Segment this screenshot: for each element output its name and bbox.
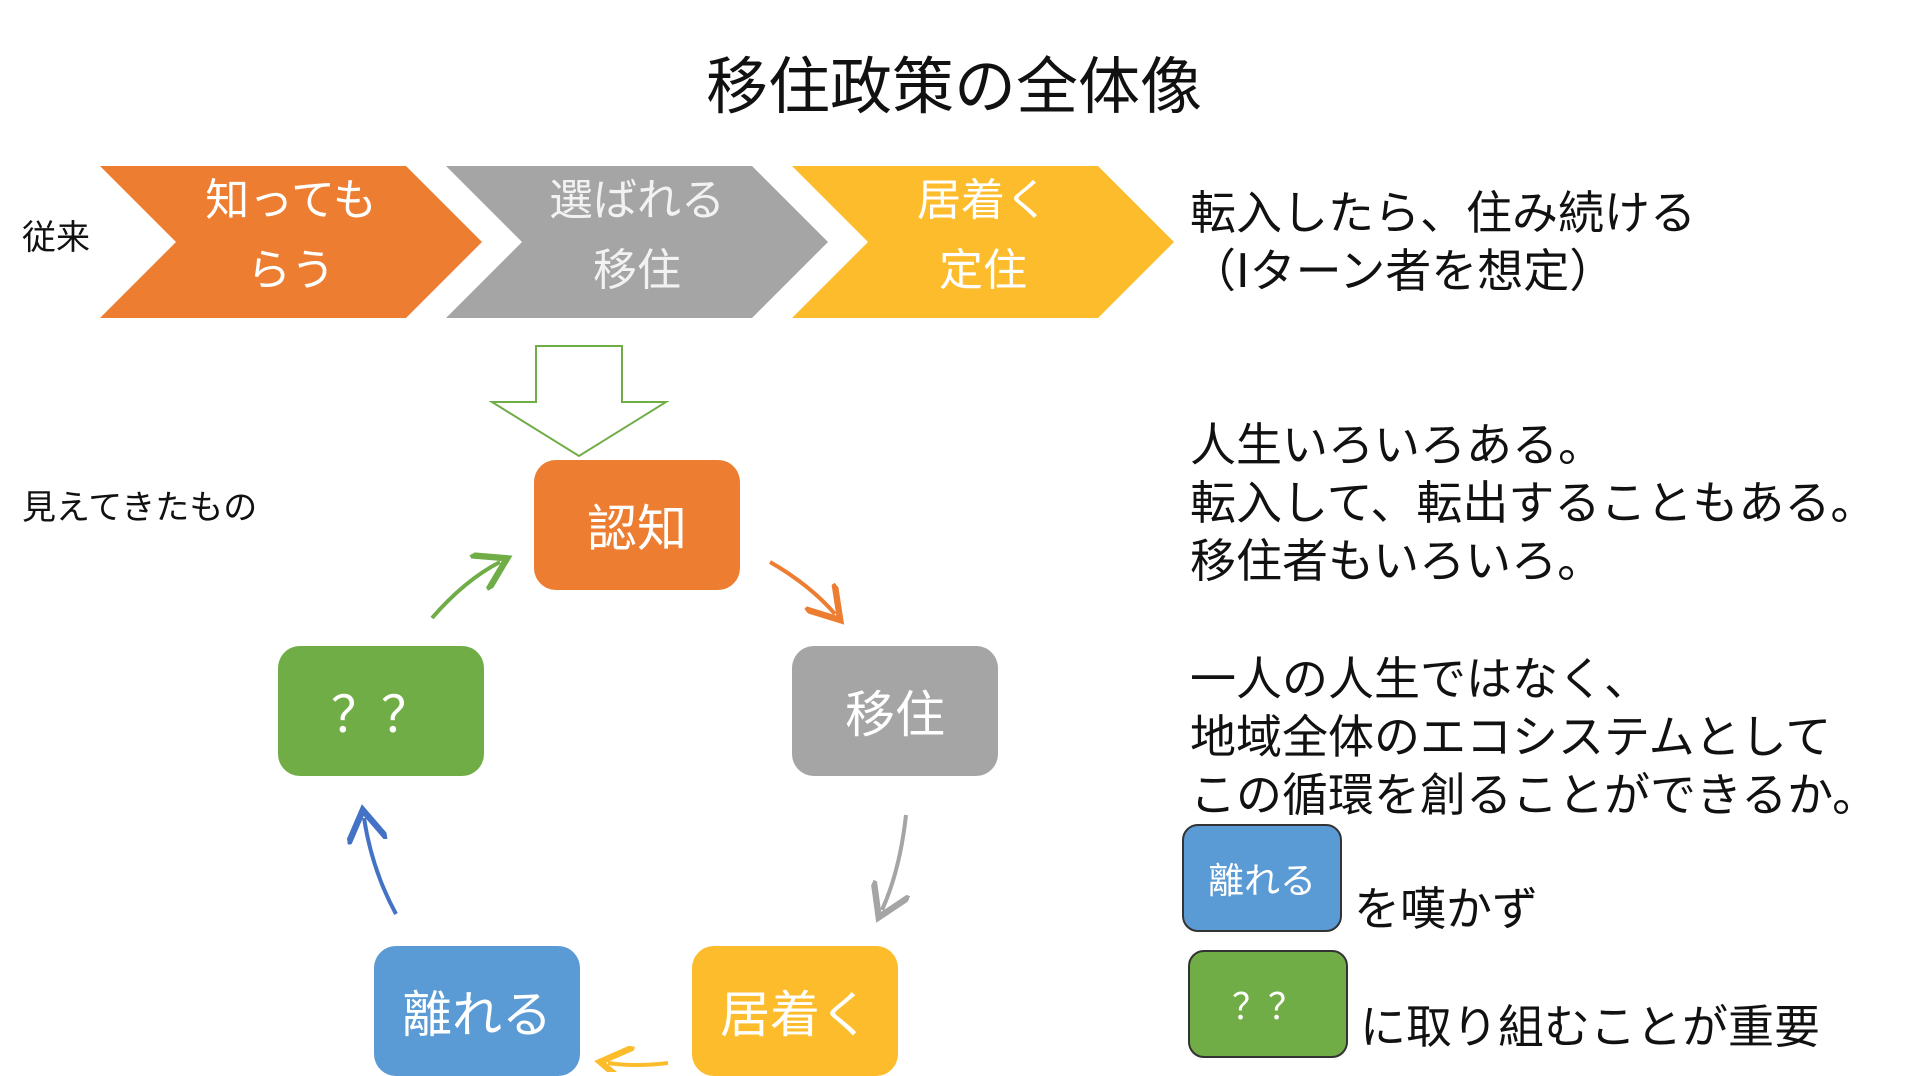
page-title: 移住政策の全体像 [705,50,1202,123]
legend-text-leave: を嘆かず [1354,882,1538,936]
down-arrow-icon [488,345,670,458]
arrow-migration-to-settle [882,814,906,910]
chevron-settlement-label: 居着く定住 [917,175,1049,296]
chevron-chosen-migration-label: 選ばれる移住 [549,175,725,296]
chevron-awareness [100,166,482,318]
cycle-box-unknown: ？？ [278,646,484,776]
chevron-chosen-migration [446,166,828,318]
chevron-awareness-label: 知ってもらう [205,175,377,296]
discovered-label: 見えてきたもの [22,488,258,528]
arrow-recognition-to-migration [769,560,835,614]
traditional-label: 従来 [22,218,90,258]
note-block-life: 人生いろいろある。 転入して、転出することもある。 移住者もいろいろ。 [1190,418,1877,588]
legend-box-unknown: ？？ [1188,950,1348,1058]
cycle-box-settle: 居着く [692,946,898,1076]
cycle-box-recognition: 認知 [534,460,740,590]
legend-box-leave: 離れる [1182,824,1342,932]
arrow-leave-to-unknown [364,818,398,915]
chevron-note: 転入したら、住み続ける （Iターン者を想定） [1190,186,1696,298]
cycle-box-leave: 離れる [374,946,580,1076]
arrow-unknown-to-recognition [430,562,500,620]
note-block-ecosystem: 一人の人生ではなく、 地域全体のエコシステムとして この循環を創ることができるか… [1190,652,1879,822]
arrow-settle-to-leave [608,1063,669,1065]
chevron-settlement [792,166,1174,318]
cycle-box-migration: 移住 [792,646,998,776]
legend-text-unknown: に取り組むことが重要 [1360,1000,1820,1054]
